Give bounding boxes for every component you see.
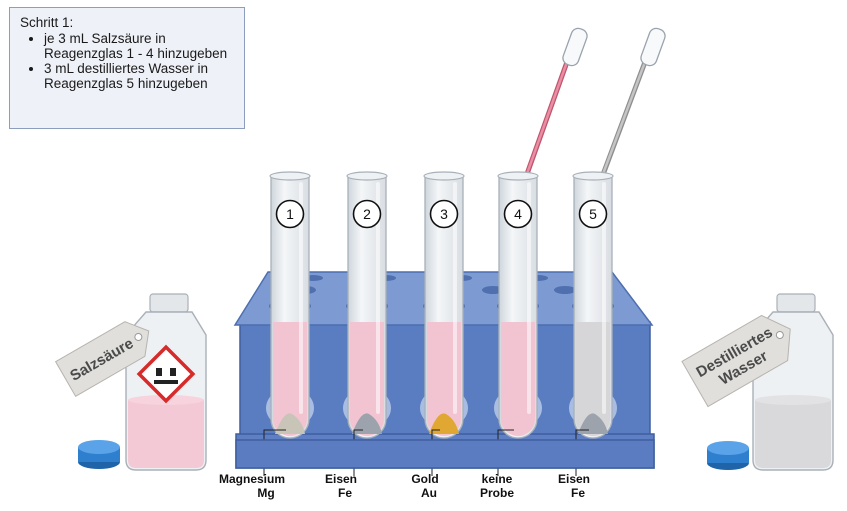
tube-highlight	[376, 182, 380, 414]
tube-number-badge	[578, 199, 608, 229]
tube-number: 2	[363, 206, 371, 222]
rack-base	[235, 439, 655, 469]
instruction-list: je 3 mL Salzsäure in Reagenzglas 1 - 4 h…	[20, 31, 234, 91]
tube-liquid	[501, 322, 535, 436]
tube-number: 5	[589, 206, 597, 222]
tube-number: 1	[286, 206, 294, 222]
test-tube-3: 3	[423, 171, 465, 476]
tube-number: 4	[514, 206, 522, 222]
instruction-item: 3 mL destilliertes Wasser in Reagenzglas…	[44, 61, 234, 91]
tube-label-name: Magnesium	[218, 472, 285, 486]
tube-sample	[578, 413, 608, 434]
tube-highlight	[527, 182, 531, 414]
tube-liquid	[576, 322, 610, 436]
bottle-cap-left	[78, 440, 120, 469]
test-tube-5: 5	[572, 171, 614, 476]
instruction-title: Schritt 1:	[20, 15, 74, 30]
pipette-grey	[595, 27, 666, 191]
tube-label-5: Eisen Fe	[534, 472, 614, 500]
tube-rim	[269, 171, 311, 181]
tube-number: 3	[440, 206, 448, 222]
tube-label-name: Gold	[411, 472, 439, 486]
tube-rim	[423, 171, 465, 181]
tube-highlight	[602, 182, 606, 414]
test-tube-4: 4	[497, 171, 539, 476]
tube-liquid	[427, 322, 461, 436]
tube-rim	[497, 171, 539, 181]
tube-label-2: Eisen Fe	[301, 472, 381, 500]
tube-number-badge	[429, 199, 459, 229]
tube-highlight	[453, 182, 457, 414]
tube-label-symbol: Mg	[257, 486, 275, 500]
tube-sample	[352, 413, 382, 434]
tube-rim	[572, 171, 614, 181]
instruction-box: Schritt 1: je 3 mL Salzsäure in Reagenzg…	[9, 7, 245, 129]
corrosive-hazard-icon	[136, 344, 196, 404]
hcl-bottle	[125, 293, 207, 471]
tube-label-name: Eisen	[557, 472, 590, 486]
tube-label-4: keine Probe	[457, 472, 537, 500]
test-tubes: 1 2 3 4 5	[263, 171, 614, 476]
tube-label-symbol: Fe	[337, 486, 352, 500]
tube-label-name: Eisen	[324, 472, 357, 486]
tube-rim	[346, 171, 388, 181]
instruction-item: je 3 mL Salzsäure in Reagenzglas 1 - 4 h…	[44, 31, 234, 61]
tube-number-badge	[275, 199, 305, 229]
tube-label-symbol: Fe	[570, 486, 585, 500]
tube-liquid	[273, 322, 307, 436]
test-tube-1: 1	[263, 171, 311, 476]
tube-sample	[275, 413, 305, 434]
tube-label-3: Gold Au	[385, 472, 465, 500]
tube-highlight	[299, 182, 303, 414]
test-tube-2: 2	[346, 171, 388, 476]
tube-label-name: keine	[481, 472, 513, 486]
pipette-pink	[519, 27, 588, 191]
tube-label-1: Magnesium Mg	[212, 472, 292, 500]
tube-sample	[429, 413, 459, 434]
tube-label-symbol: Au	[421, 486, 437, 500]
bottle-cap-right	[707, 441, 749, 470]
tube-number-badge	[352, 199, 382, 229]
tube-label-symbol: Probe	[479, 486, 514, 500]
tube-liquid	[350, 322, 384, 436]
tube-number-badge	[503, 199, 533, 229]
